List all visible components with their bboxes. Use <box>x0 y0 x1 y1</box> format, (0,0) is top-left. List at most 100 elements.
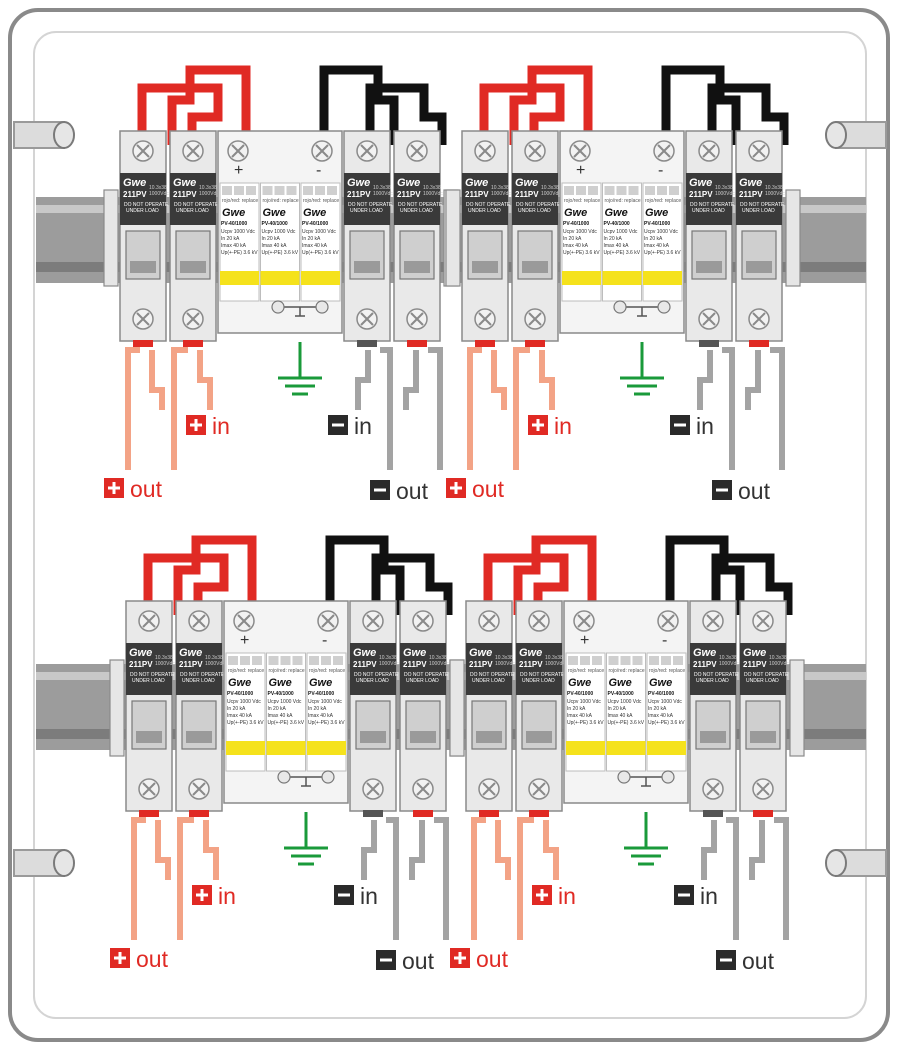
negative-out-wire-b <box>774 817 789 940</box>
screw-icon <box>478 610 500 632</box>
fuse-rating-2: 1000Vdc <box>373 191 393 197</box>
positive-feed-wire <box>509 65 593 150</box>
spd-spec-4: Up(+-PE) 3.6 kV <box>648 720 685 726</box>
fuse-rating-1: 10.3x38 <box>205 655 223 661</box>
fuse-model: 211PV <box>123 190 147 199</box>
spd-status-band <box>301 271 340 285</box>
spd-spec-2: In 20 kA <box>262 236 281 242</box>
minus-out-label: out <box>712 478 771 504</box>
screw-icon <box>573 610 595 632</box>
spd-spec-3: Imax 40 kA <box>302 243 328 249</box>
spd-spec-3: Imax 40 kA <box>567 713 593 719</box>
spd-status-band <box>260 271 300 285</box>
spd-spec-4: Up(+-PE) 3.6 kV <box>221 250 258 256</box>
minus-in-text: in <box>360 883 378 909</box>
fuse-brand: Gwe <box>347 177 370 189</box>
plus-out-text: out <box>136 946 169 972</box>
fuse-rating-1: 10.3x38 <box>715 185 733 191</box>
fuse-rating-1: 10.3x38 <box>491 185 509 191</box>
plus-box-icon <box>110 948 130 968</box>
spd-status-band <box>307 741 346 755</box>
fuse-brand: Gwe <box>739 177 762 189</box>
spd-spec-2: In 20 kA <box>567 706 586 712</box>
spd-replace-text: rojo/red: replace <box>269 668 305 674</box>
fuse-rating-1: 10.3x38 <box>541 185 559 191</box>
positive-string-wire-a <box>155 820 171 880</box>
spd-spec-1: Ucpv 1000 Vdc <box>563 229 597 235</box>
spd-brand: Gwe <box>222 207 245 219</box>
spd-model: PV-40/1000 <box>302 221 328 227</box>
spd-brand: Gwe <box>645 207 668 219</box>
spd-spec-3: Imax 40 kA <box>608 713 634 719</box>
spd-spec-3: Imax 40 kA <box>268 713 294 719</box>
minus-out-label: out <box>376 948 435 974</box>
minus-out-text: out <box>396 478 429 504</box>
spd-spec-3: Imax 40 kA <box>308 713 334 719</box>
spd-brand: Gwe <box>309 677 332 689</box>
spd-spec-2: In 20 kA <box>644 236 663 242</box>
spd-replace-text: rojo/red: replace <box>605 198 641 204</box>
positive-out-wire-b <box>517 817 534 940</box>
fuse-brand: Gwe <box>123 177 146 189</box>
fuse-rating-2: 1000Vdc <box>541 191 561 197</box>
spd-replace-text: rojo/red: replace <box>222 198 258 204</box>
spd-status-band <box>562 271 601 285</box>
screw-icon <box>569 140 591 162</box>
spd-spec-4: Up(+-PE) 3.6 kV <box>268 720 305 726</box>
positive-feed-wire <box>513 535 597 620</box>
fuse-model: 211PV <box>693 660 717 669</box>
screw-icon <box>698 308 720 330</box>
spd-spec-4: Up(+-PE) 3.6 kV <box>563 250 600 256</box>
positive-string-wire-b <box>543 820 559 880</box>
negative-out-wire-b <box>434 817 449 940</box>
spd-plus-terminal: + <box>576 162 585 179</box>
fuse-warning-2: UNDER LOAD <box>356 678 389 684</box>
spd-brand: Gwe <box>564 207 587 219</box>
minus-in-label: in <box>674 883 718 909</box>
wiring <box>125 65 447 470</box>
spd-spec-3: Imax 40 kA <box>262 243 288 249</box>
negative-string-wire-a <box>361 820 377 880</box>
fuse-rating-2: 1000Vdc <box>491 191 511 197</box>
negative-string-wire-a <box>697 350 713 410</box>
wire-ferrule <box>183 340 203 347</box>
plus-out-label: out <box>110 946 169 972</box>
fuse-rating-2: 1000Vdc <box>495 661 515 667</box>
fuse-rating-2: 1000Vdc <box>769 661 789 667</box>
negative-out-wire-a <box>726 817 739 940</box>
screw-icon <box>702 610 724 632</box>
wire-ferrule <box>475 340 495 347</box>
fuse-warning-1: DO NOT OPERATE <box>174 202 219 208</box>
positive-out-wire-a <box>131 817 146 940</box>
spd-spec-4: Up(+-PE) 3.6 kV <box>262 250 299 256</box>
spd-brand: Gwe <box>605 207 628 219</box>
negative-string-wire-a <box>701 820 717 880</box>
ground-icon <box>624 812 668 866</box>
negative-string-wire-b <box>409 820 425 880</box>
fuse-warning-2: UNDER LOAD <box>406 678 439 684</box>
spd-spec-2: In 20 kA <box>608 706 627 712</box>
spd-plus-terminal: + <box>580 632 589 649</box>
